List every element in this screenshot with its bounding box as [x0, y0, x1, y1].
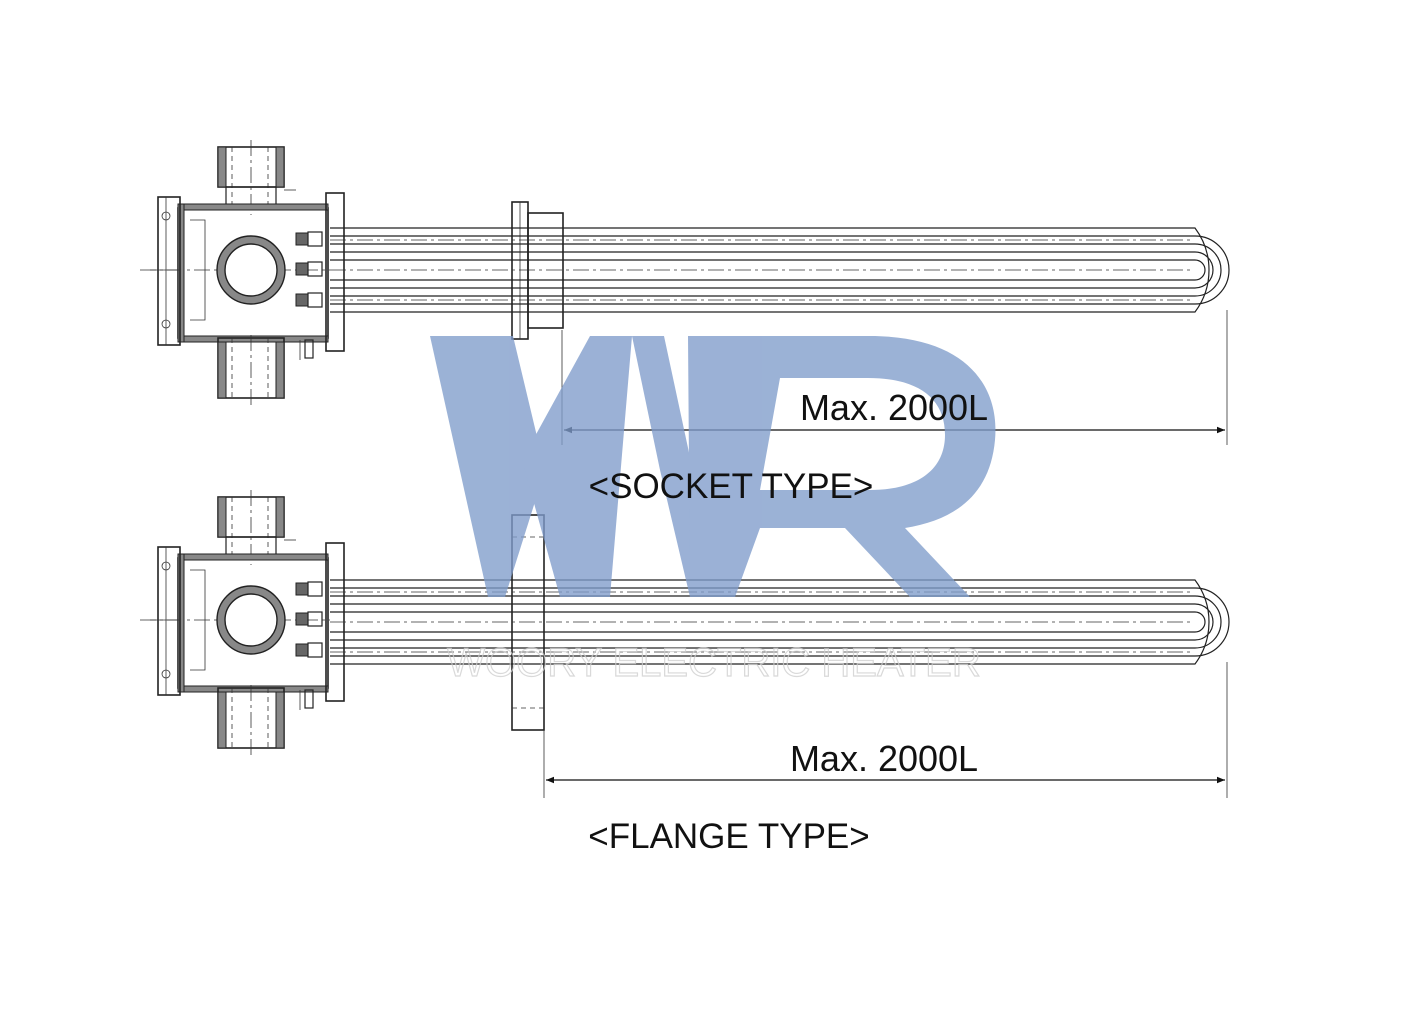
socket-mounting-plate [325, 192, 345, 352]
socket-heating-elements [330, 227, 1230, 313]
socket-type-label: <SOCKET TYPE> [589, 467, 874, 506]
company-watermark: WOORY ELECTRIC HEATER [430, 336, 996, 686]
flange-length-dimension [543, 662, 1228, 798]
socket-dimension-label: Max. 2000L [800, 387, 988, 428]
flange-heating-elements [330, 579, 1230, 665]
socket-terminal-nuts [295, 231, 323, 308]
flange-terminal-nuts [295, 581, 323, 658]
watermark-company-text: WOORY ELECTRIC HEATER [447, 641, 980, 685]
flange-outlet-pipe [216, 585, 286, 655]
flange-terminal-box [150, 546, 329, 696]
socket-type-heater [140, 140, 1230, 445]
socket-outlet-pipe [216, 235, 286, 305]
flange-type-label: <FLANGE TYPE> [588, 817, 869, 856]
socket-fitting [511, 201, 564, 340]
socket-top-nozzle [217, 140, 296, 215]
wr-logo [430, 336, 996, 597]
socket-bottom-nozzle [217, 335, 314, 405]
flange-bottom-nozzle [217, 685, 314, 755]
flange-dimension-label: Max. 2000L [790, 738, 978, 779]
flange-top-nozzle [217, 490, 296, 565]
